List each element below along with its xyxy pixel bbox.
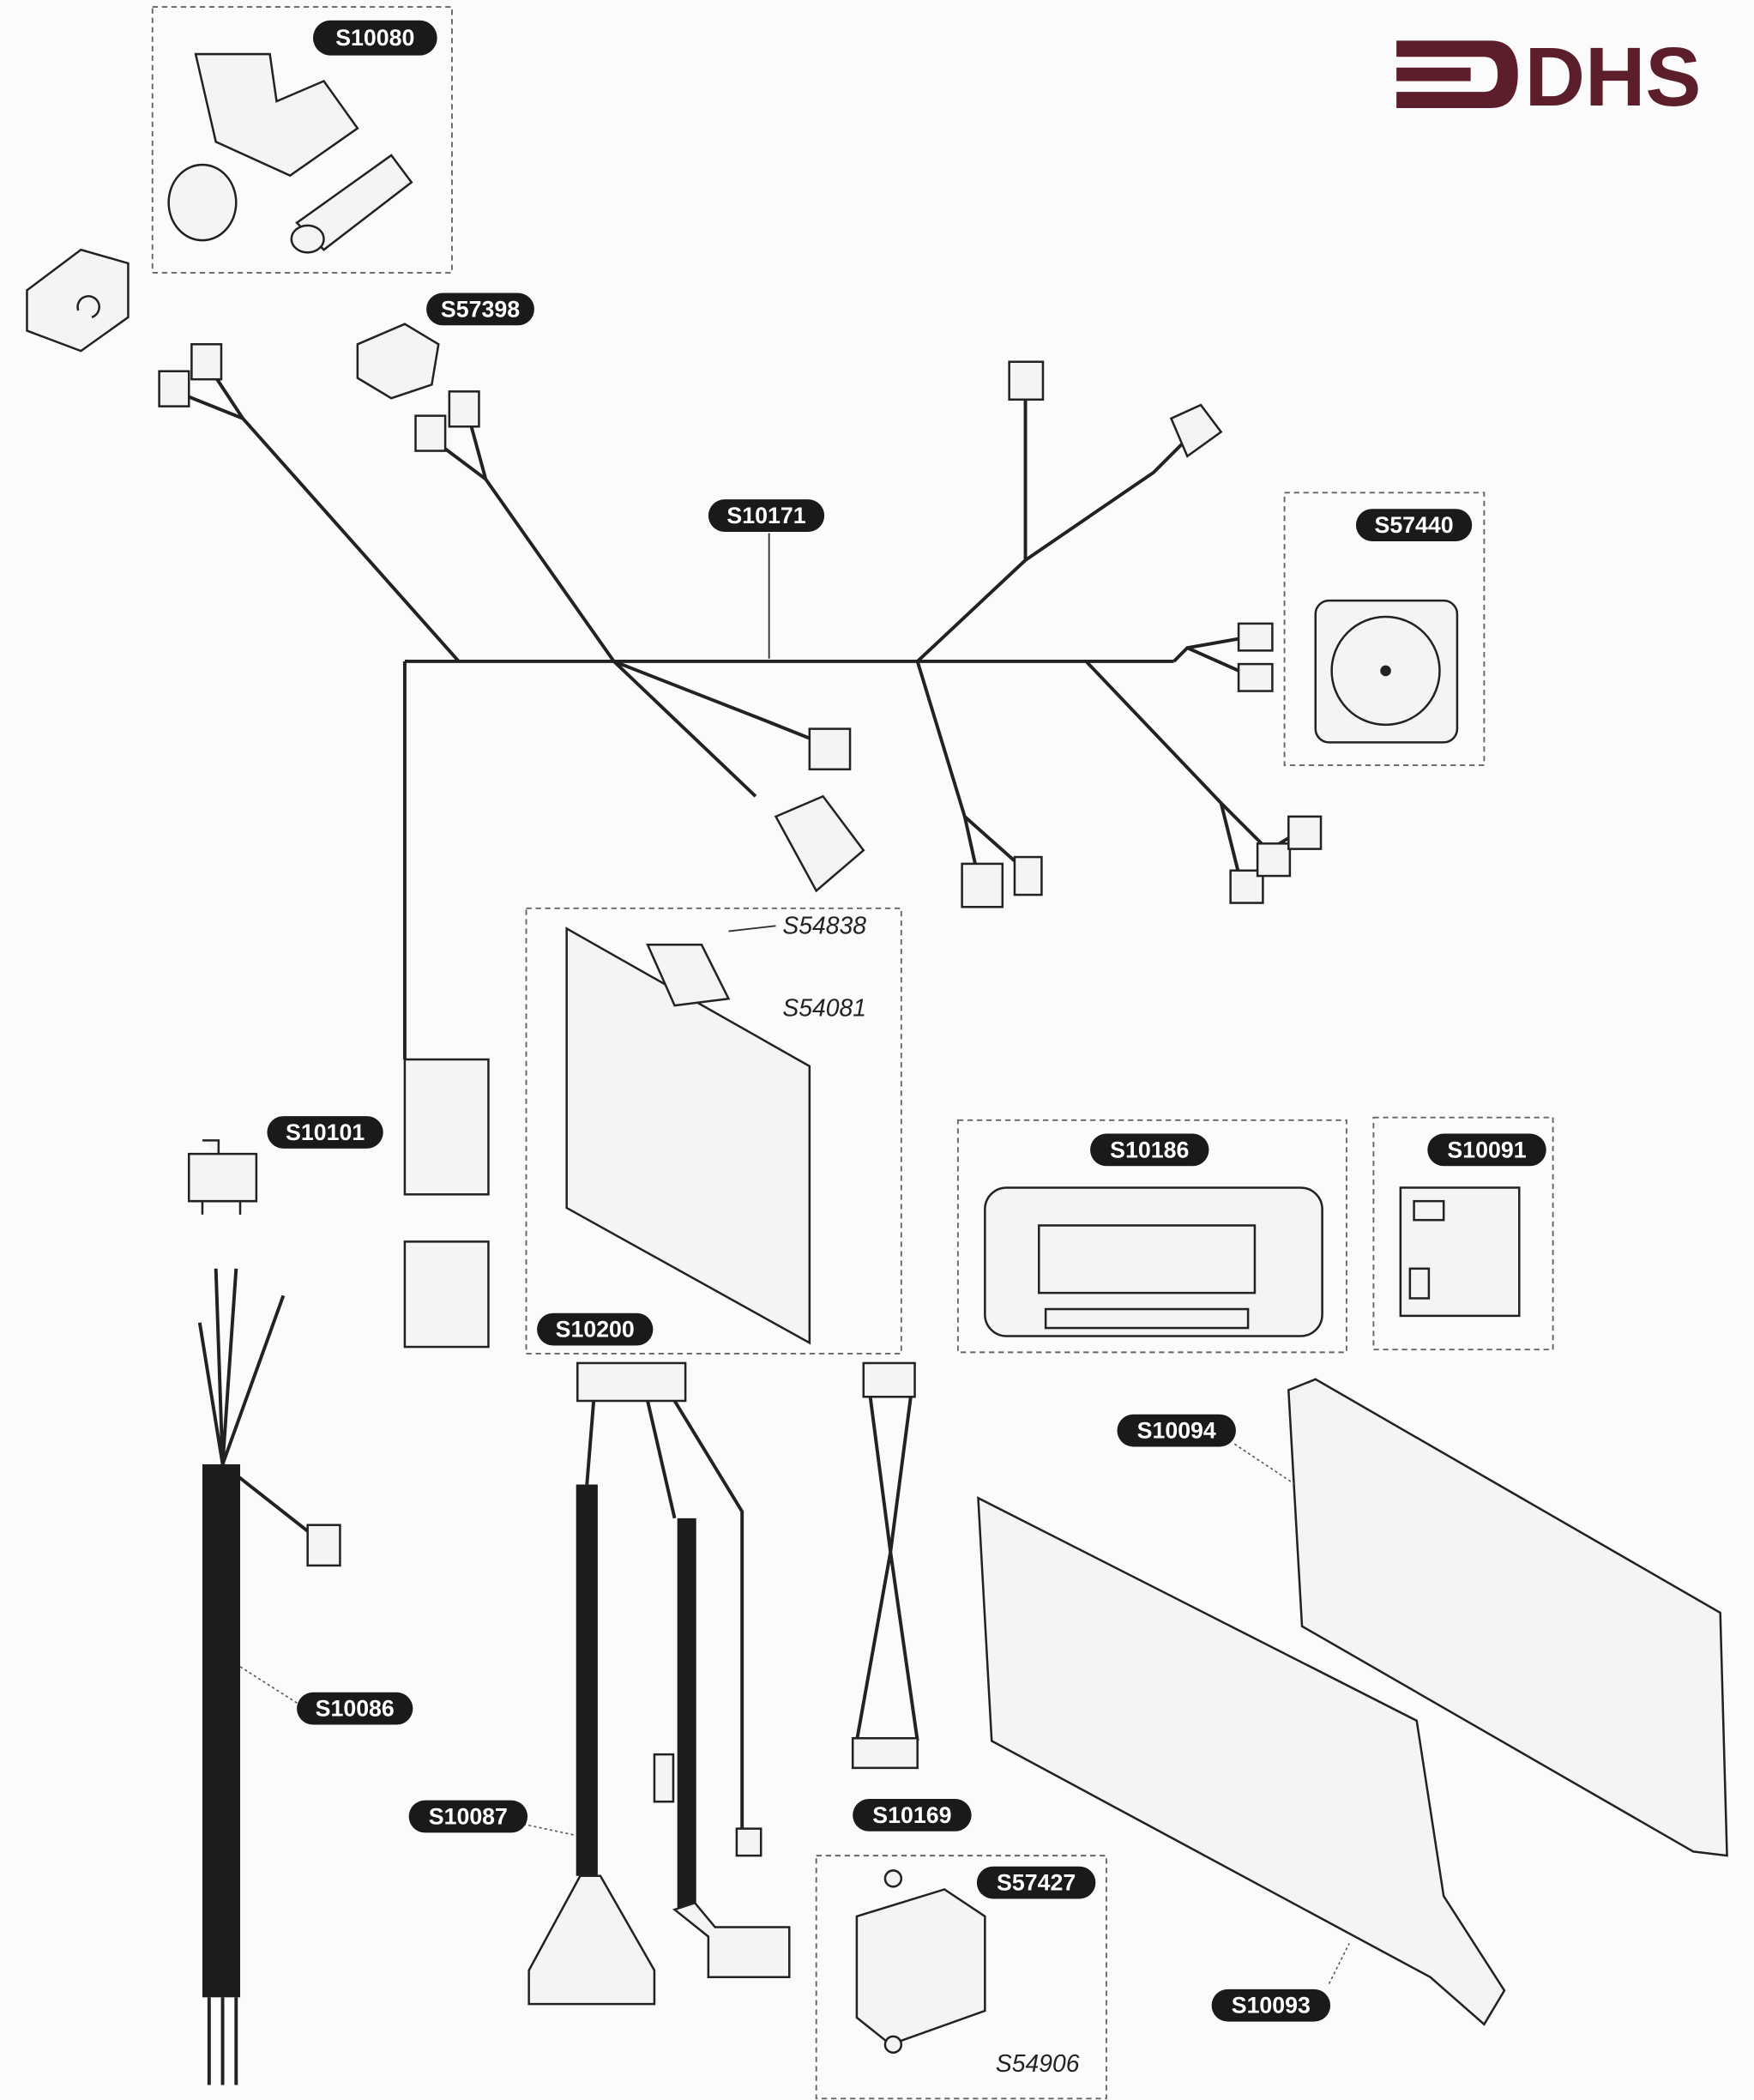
- label-s57427: S57427: [976, 1866, 1096, 1899]
- svg-text:S10087: S10087: [429, 1804, 508, 1830]
- kit-s10080: [151, 6, 453, 274]
- socket-s10091: [1372, 1116, 1554, 1351]
- svg-text:S10200: S10200: [556, 1317, 635, 1343]
- label-s10169: S10169: [853, 1799, 972, 1831]
- connector-s57398: [356, 323, 440, 400]
- case-back-s10094: [1287, 1378, 1728, 1857]
- label-s10171: S10171: [708, 499, 825, 532]
- label-s10093: S10093: [1211, 1988, 1331, 2022]
- label-s54081: S54081: [782, 994, 866, 1022]
- label-s57440: S57440: [1355, 509, 1473, 541]
- label-s10186: S10186: [1090, 1133, 1209, 1167]
- cable-s10087: [512, 1361, 791, 2006]
- svg-text:S10101: S10101: [286, 1119, 365, 1145]
- wiring-harness-s10171: [158, 343, 1323, 1349]
- logo-text: DHS: [1525, 30, 1702, 124]
- label-s57398: S57398: [426, 293, 534, 326]
- svg-text:S10171: S10171: [726, 503, 805, 528]
- label-s10101: S10101: [267, 1116, 383, 1149]
- svg-text:S10093: S10093: [1232, 1993, 1311, 2019]
- cable-cover-clip: [26, 248, 130, 353]
- label-s54838: S54838: [782, 912, 866, 939]
- label-s10094: S10094: [1117, 1414, 1236, 1447]
- dhs-logo: DHS: [1396, 30, 1701, 124]
- cable-s10169: [851, 1361, 919, 1770]
- svg-text:S10186: S10186: [1110, 1137, 1189, 1162]
- case-front-s10093: [977, 1496, 1506, 2026]
- svg-text:S57440: S57440: [1374, 512, 1453, 538]
- svg-text:S57427: S57427: [997, 1870, 1076, 1896]
- pressure-switch-s57440: [1283, 492, 1486, 767]
- svg-text:S10086: S10086: [316, 1696, 395, 1722]
- switch-s10101: [187, 1139, 258, 1215]
- cable-s10086: [197, 1268, 341, 2085]
- svg-text:S10091: S10091: [1447, 1137, 1526, 1162]
- label-s10200: S10200: [537, 1312, 654, 1346]
- svg-text:S57398: S57398: [441, 296, 520, 322]
- label-s10087: S10087: [408, 1800, 528, 1833]
- label-s10086: S10086: [297, 1692, 413, 1725]
- leader-s10093: [1328, 1943, 1350, 1984]
- svg-text:S10169: S10169: [872, 1802, 951, 1828]
- label-s54906: S54906: [996, 2049, 1080, 2077]
- bracket-s57427: [815, 1855, 1107, 2100]
- leader-s10094: [1233, 1443, 1296, 1486]
- svg-text:S10080: S10080: [335, 25, 414, 51]
- pcb-s10200: [525, 907, 902, 1355]
- svg-text:S10094: S10094: [1137, 1418, 1216, 1444]
- label-s10080: S10080: [312, 20, 437, 56]
- label-s10091: S10091: [1427, 1133, 1546, 1167]
- display-panel-s10186: [956, 1119, 1347, 1354]
